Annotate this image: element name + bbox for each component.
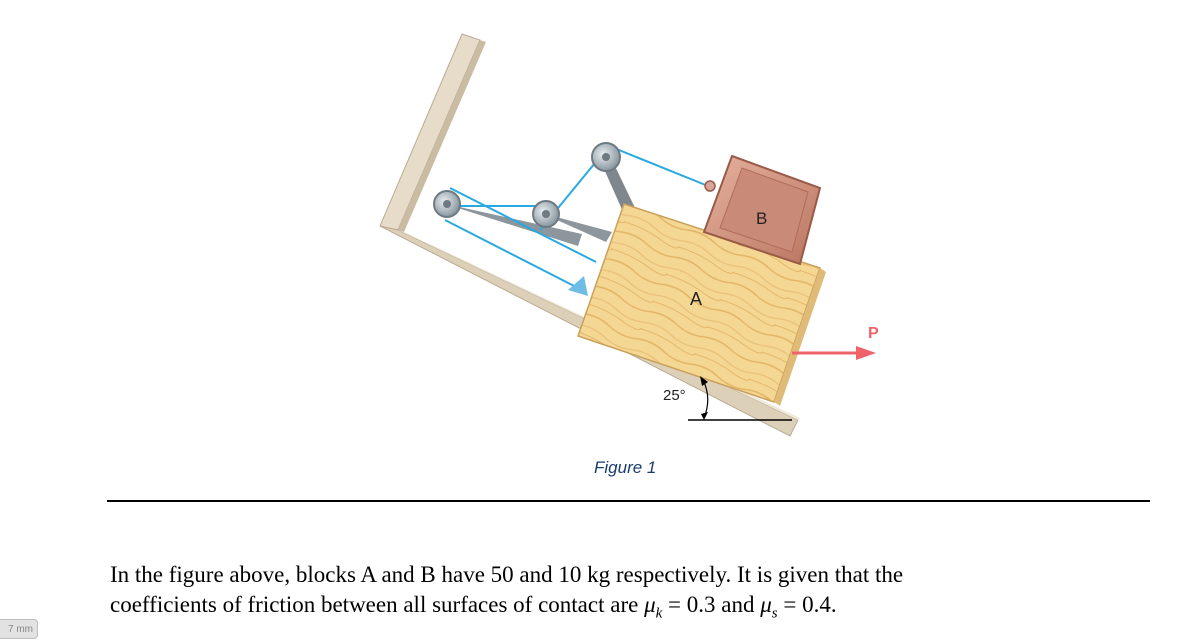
- mu-k-value: 0.3: [686, 592, 716, 617]
- block-a-label: A: [690, 289, 702, 309]
- angle-arc-arrow-bottom: [701, 412, 708, 420]
- block-b-hook: [704, 180, 716, 192]
- wall-shadow: [398, 40, 486, 232]
- figure-caption: Figure 1: [594, 458, 657, 477]
- cable-anchor: [568, 276, 588, 296]
- mu-k-subscript: k: [655, 605, 663, 622]
- ruler-tag: 7 mm: [0, 619, 38, 639]
- angle-label: 25°: [663, 387, 686, 404]
- problem-line-2: coefficients of friction between all sur…: [110, 592, 837, 622]
- pulley-brackets: [445, 160, 636, 246]
- block-b: [702, 154, 822, 266]
- mu-s-subscript: s: [771, 605, 778, 622]
- angle-arc-arrow-top: [700, 376, 708, 386]
- block-b-label: B: [756, 209, 767, 228]
- mu-k-symbol: μ: [644, 592, 656, 617]
- problem-line-1: In the figure above, blocks A and B have…: [110, 562, 904, 587]
- pulley-middle: [532, 200, 560, 228]
- wall: [379, 33, 481, 231]
- mu-s-symbol: μ: [760, 592, 772, 617]
- and-word: and: [721, 592, 755, 617]
- problem-statement: In the figure above, blocks A and B have…: [110, 560, 1190, 629]
- line2-prefix: coefficients of friction between all sur…: [110, 592, 645, 617]
- mu-s-value: 0.4.: [802, 592, 837, 617]
- force-arrow-head: [856, 346, 876, 360]
- divider: [107, 500, 1150, 502]
- pulley-top: [591, 142, 621, 172]
- pulley-left: [433, 190, 461, 218]
- force-label: P: [868, 325, 879, 342]
